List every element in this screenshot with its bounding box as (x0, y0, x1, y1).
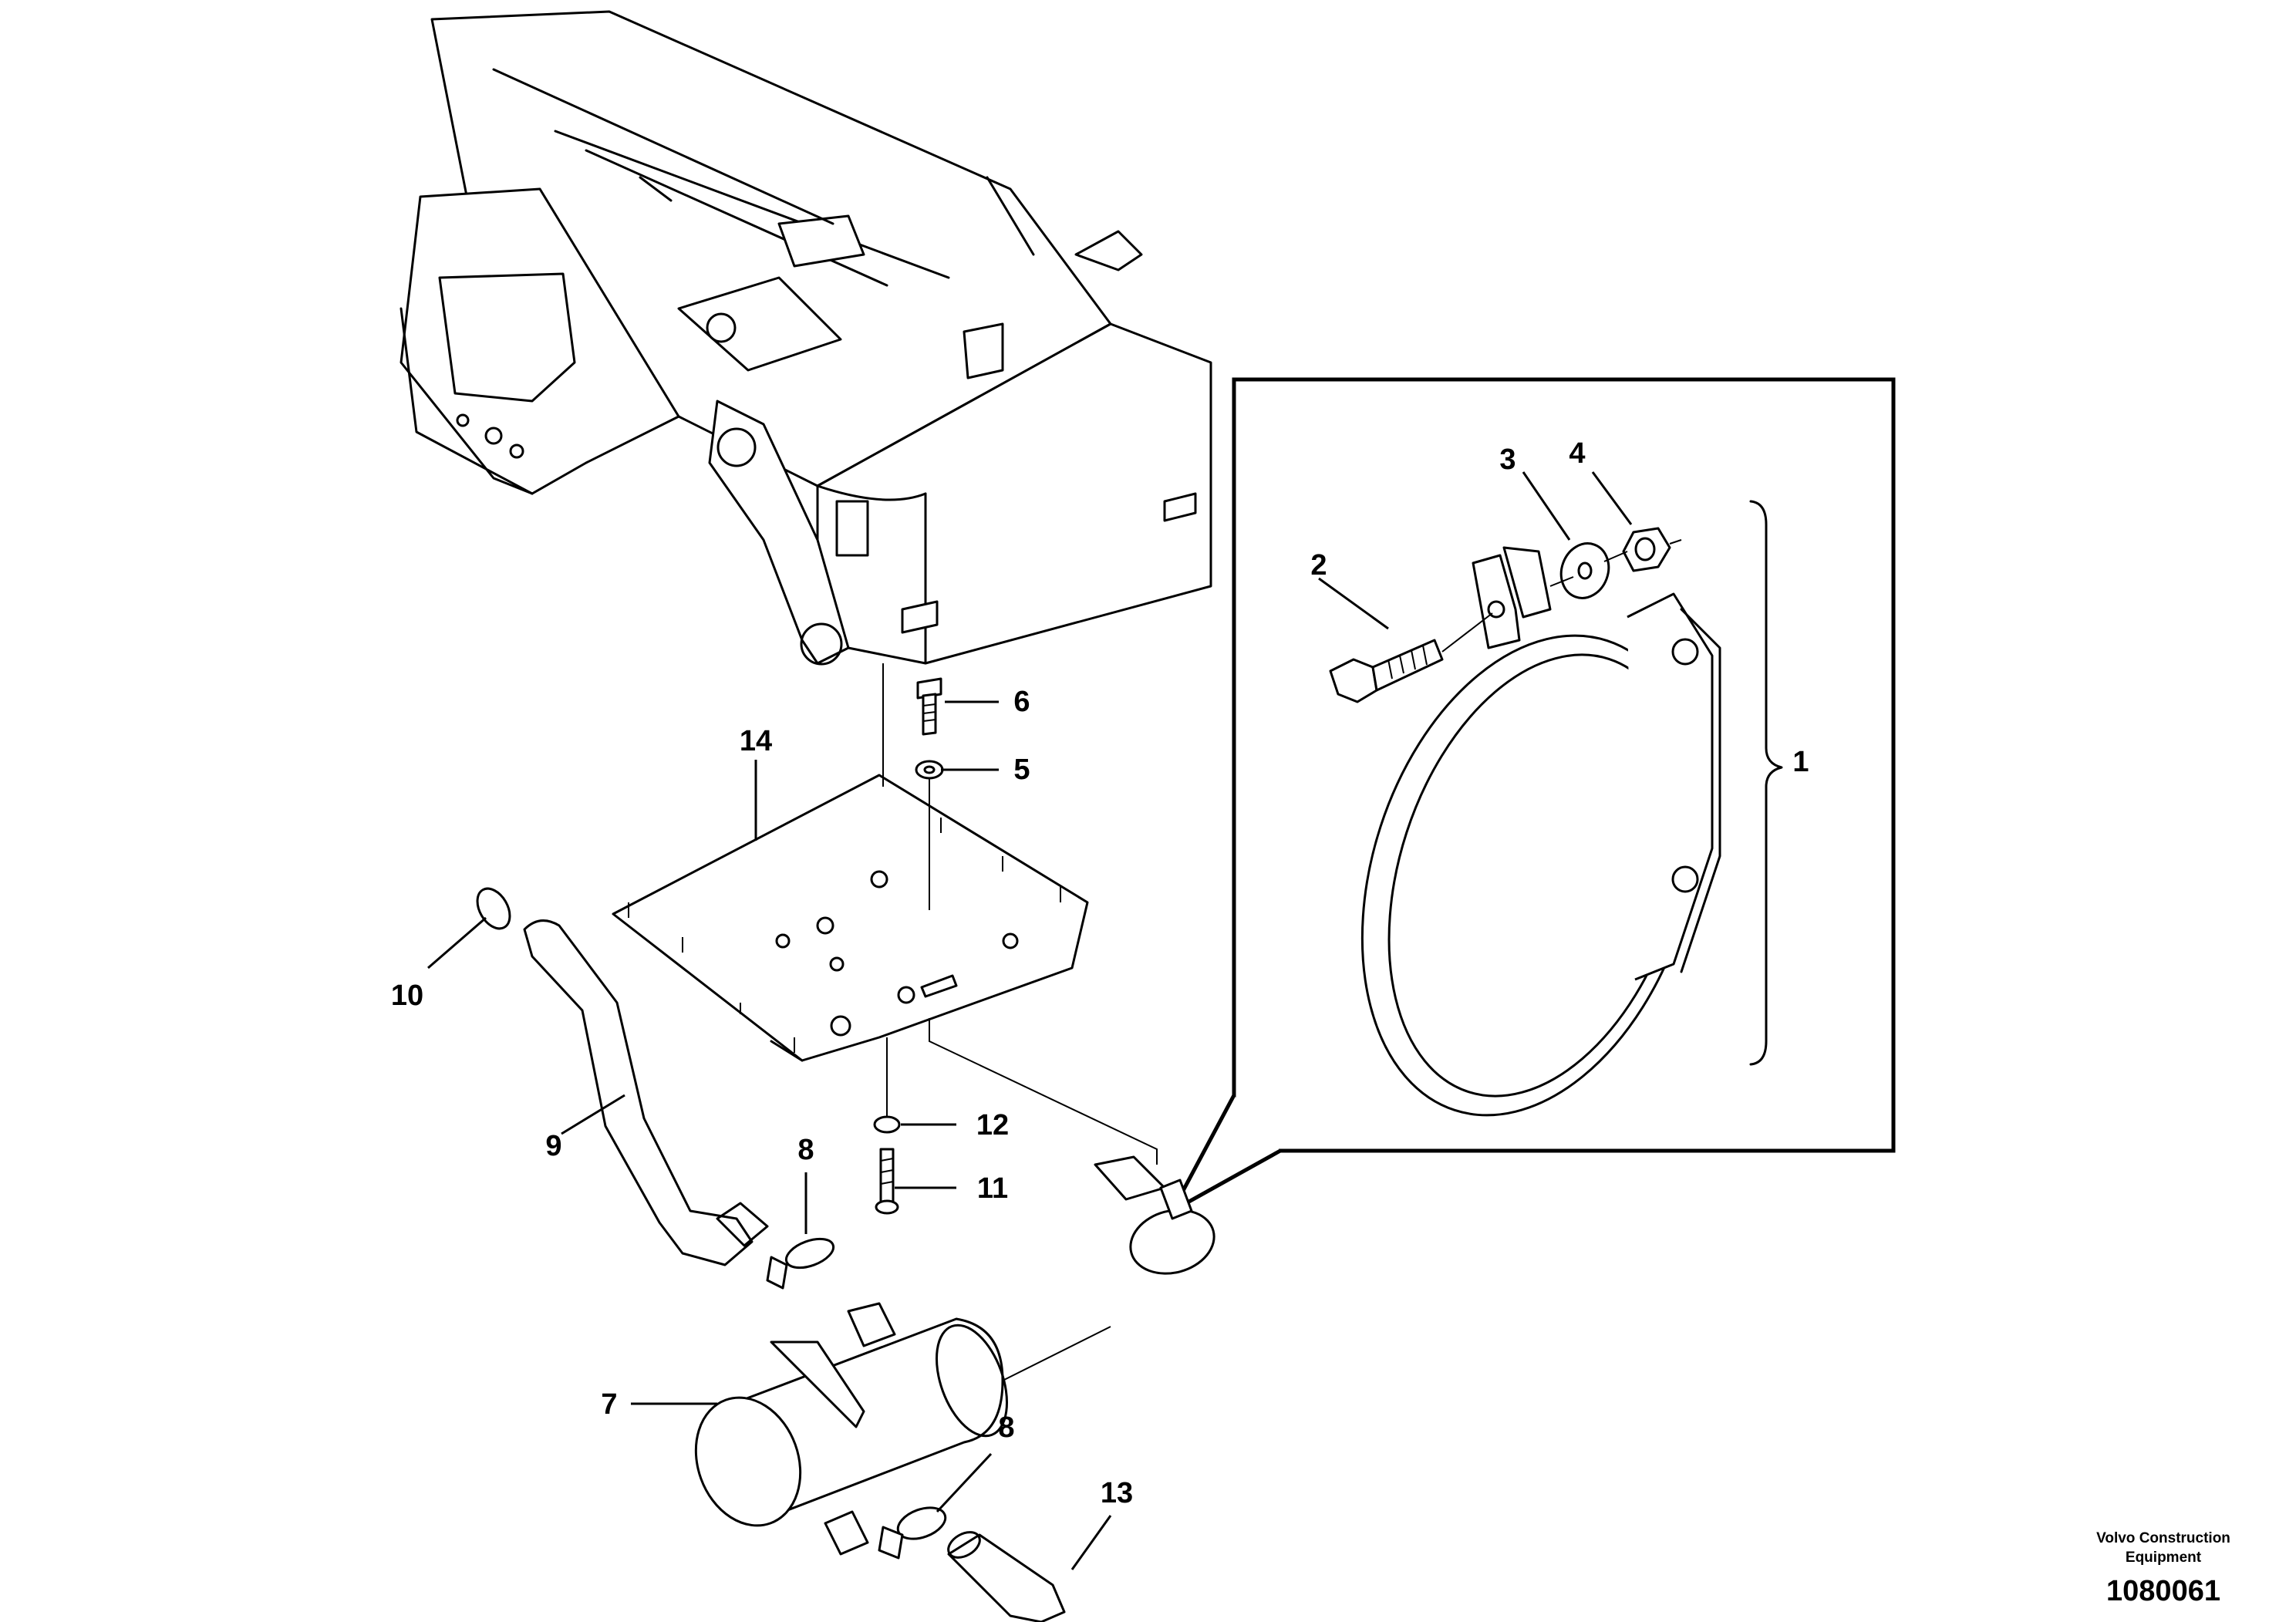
callout-9: 9 (545, 1130, 561, 1162)
callout-12: 12 (976, 1109, 1009, 1141)
washer (1559, 542, 1610, 599)
callout-2: 2 (1310, 549, 1327, 582)
exhaust-tip (947, 1531, 1066, 1622)
callout-13: 13 (1101, 1477, 1133, 1509)
callout-labels: 1 2 3 4 5 6 7 8 8 9 10 11 12 13 14 (391, 437, 1809, 1509)
callout-8-upper: 8 (797, 1134, 814, 1166)
callout-5: 5 (1013, 754, 1030, 786)
brand-line-2: Equipment (2126, 1549, 2202, 1566)
lower-screw (875, 1148, 899, 1215)
hose-clamp-lower (878, 1506, 947, 1560)
hex-nut (1622, 527, 1682, 572)
callout-1: 1 (1792, 746, 1809, 778)
muffler-clamp (1094, 1155, 1215, 1275)
callout-14: 14 (740, 725, 772, 757)
lower-washer (873, 1037, 901, 1134)
footer-reference: Volvo Construction Equipment 1080061 (2096, 1530, 2230, 1607)
callout-11: 11 (977, 1172, 1008, 1205)
drawing-number: 1080061 (2106, 1575, 2220, 1607)
callout-7: 7 (601, 1388, 617, 1421)
plate-bolt (916, 677, 942, 736)
chassis-frame (400, 10, 1212, 666)
callout-6: 6 (1013, 686, 1030, 718)
brand-line-1: Volvo Construction (2096, 1530, 2230, 1546)
bolt-hex (1329, 612, 1493, 703)
muffler (694, 1302, 1111, 1556)
hose-clamp-upper (766, 1237, 835, 1290)
callout-4: 4 (1569, 437, 1585, 470)
callout-10: 10 (391, 980, 423, 1012)
callout-3: 3 (1499, 443, 1515, 476)
callout-8-lower: 8 (998, 1411, 1014, 1444)
mounting-plate (612, 663, 1089, 1062)
clamp-detail-inset (1167, 377, 1896, 1216)
large-clamp (1360, 546, 1721, 1117)
